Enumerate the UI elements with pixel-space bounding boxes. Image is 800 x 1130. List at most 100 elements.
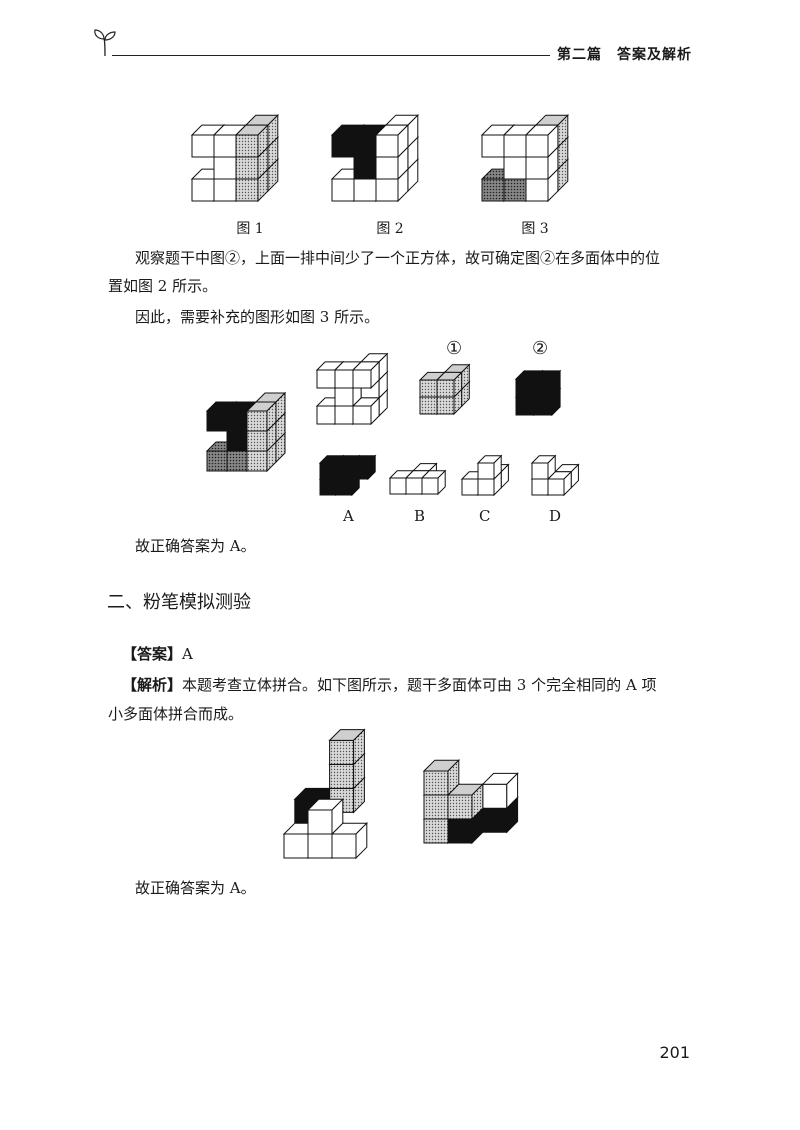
cube-face [355, 821, 368, 860]
figure-caption-2: 图 2 [376, 221, 404, 237]
cube-face [257, 123, 269, 159]
cube-face [493, 454, 502, 481]
cube-face [525, 156, 549, 180]
cube-face [461, 478, 479, 496]
cube-face [481, 178, 505, 202]
cube-face [405, 477, 423, 495]
sprout-icon [94, 29, 116, 57]
cube-face [551, 369, 561, 399]
cube-face [319, 478, 337, 496]
cube-face [334, 405, 354, 425]
cube-face [335, 478, 353, 496]
option-c-label: C [479, 507, 491, 525]
cube-face [191, 178, 215, 202]
cube-face [334, 369, 354, 389]
cube-face [329, 739, 355, 765]
cube-face [375, 156, 399, 180]
page-number: 201 [659, 1043, 690, 1062]
cube-face [335, 462, 353, 480]
cube-face [235, 156, 259, 180]
cube-face [213, 178, 237, 202]
cube-face [226, 430, 248, 452]
cube-face [453, 371, 463, 399]
cube-face [370, 360, 380, 390]
cube-face [375, 134, 399, 158]
cube-face [482, 783, 508, 809]
figure-caption-3: 图 3 [521, 221, 549, 237]
analysis-line-2: 置如图 2 所示。 [108, 277, 218, 295]
explanation-label: 【解析】 [122, 676, 183, 694]
cube-face [436, 396, 455, 415]
assembly-figure-right [422, 758, 519, 845]
cube-face [447, 794, 473, 820]
answer-label: 【答案】 [122, 645, 183, 663]
assembly-figure-left [282, 728, 369, 860]
cube-face [246, 410, 268, 432]
target-polyhedron [315, 352, 389, 426]
explanation-line-1: 【解析】本题考查立体拼合。如下图所示，题干多面体可由 3 个完全相同的 A 项 [122, 671, 656, 699]
cube-face [506, 772, 519, 810]
cube-face [352, 369, 372, 389]
conclusion-2: 故正确答案为 A。 [135, 879, 256, 897]
option-d-label: D [549, 507, 562, 525]
cube-face [436, 379, 455, 398]
option-c-shape [460, 454, 510, 497]
cube-face [235, 178, 259, 202]
cube-face [503, 156, 527, 180]
cube-face [352, 405, 372, 425]
piece-2 [514, 369, 562, 417]
cube-face [283, 833, 309, 859]
explanation-text: 本题考查立体拼合。如下图所示，题干多面体可由 3 个完全相同的 A 项 [182, 676, 657, 694]
option-b-shape [388, 462, 447, 496]
cube-figure-2 [330, 113, 420, 203]
cube-face [235, 134, 259, 158]
cube-face [547, 123, 559, 159]
conclusion-1: 故正确答案为 A。 [135, 537, 256, 555]
cube-face [423, 770, 449, 796]
cube-face [226, 450, 248, 472]
analysis-line-1: 观察题干中图②，上面一排中间少了一个正方体，故可确定图②在多面体中的位 [135, 249, 661, 267]
cube-face [246, 430, 268, 452]
running-header: 第二篇 答案及解析 [557, 47, 692, 63]
cube-face [547, 454, 556, 481]
cube-face [367, 454, 376, 481]
option-b-label: B [414, 507, 426, 525]
piece-1 [418, 363, 471, 416]
cube-face [471, 782, 484, 821]
cube-face [353, 156, 377, 180]
cube-face [423, 794, 449, 820]
cube-face [525, 134, 549, 158]
cube-face [419, 379, 438, 398]
cube-face [331, 797, 344, 836]
cube-face [353, 728, 365, 766]
answer-value: A [182, 645, 193, 663]
cube-face [331, 833, 357, 859]
cube-face [191, 134, 215, 158]
marker-2: ② [532, 338, 549, 359]
composite-polyhedron [205, 391, 287, 473]
cube-face [319, 462, 337, 480]
option-a-shape [318, 454, 377, 497]
cube-face [423, 818, 449, 844]
cube-face [419, 396, 438, 415]
cube-face [316, 369, 336, 389]
cube-figure-3 [480, 113, 570, 203]
cube-face [481, 134, 505, 158]
cube-face [307, 809, 333, 835]
cube-face [353, 134, 377, 158]
cube-face [531, 478, 549, 496]
marker-1: ① [446, 338, 463, 359]
cube-face [329, 763, 355, 789]
cube-face [351, 462, 369, 480]
cube-face [547, 478, 565, 496]
header-rule [112, 55, 550, 56]
analysis-line-3: 因此，需要补充的图形如图 3 所示。 [135, 308, 380, 326]
cube-face [375, 178, 399, 202]
cube-face [477, 462, 495, 480]
cube-face [515, 396, 535, 416]
cube-face [437, 469, 446, 496]
cube-face [531, 462, 549, 480]
cube-face [226, 410, 248, 432]
cube-face [533, 396, 553, 416]
cube-face [206, 410, 228, 432]
